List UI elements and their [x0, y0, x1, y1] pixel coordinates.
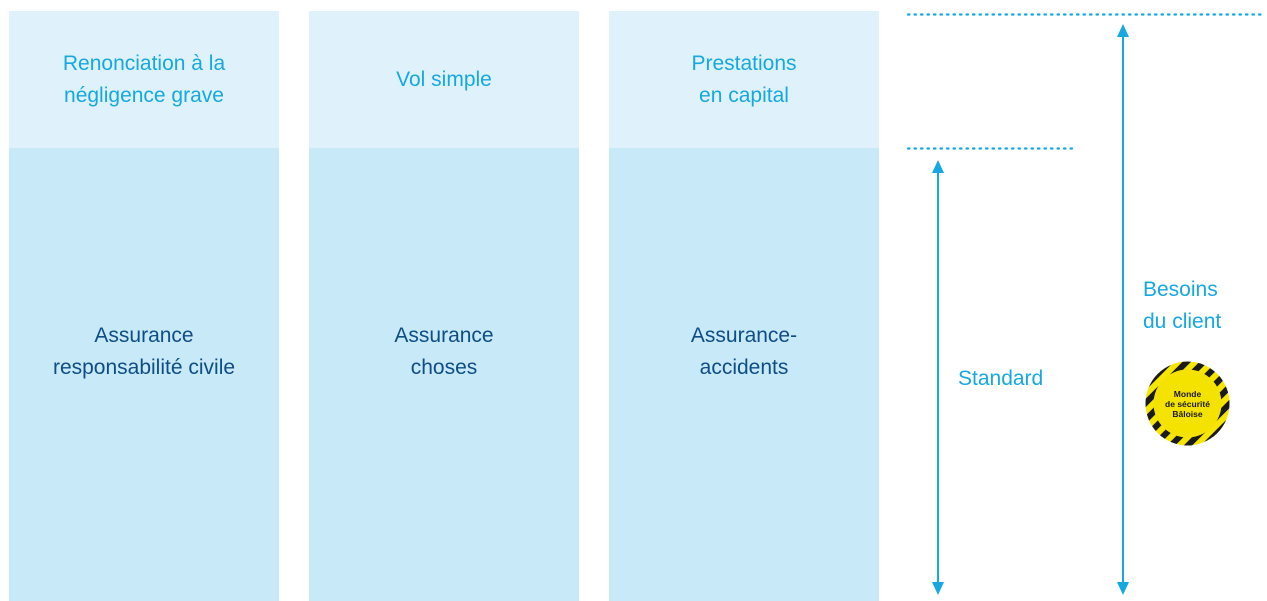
column-bottom-cell: Assurance- accidents	[609, 148, 879, 601]
client-needs-range-arrow	[1117, 24, 1129, 595]
standard-label: Standard	[958, 367, 1044, 390]
column-accident: Prestations en capital Assurance- accide…	[609, 11, 879, 601]
column-bottom-cell: Assurance responsabilité civile	[9, 148, 279, 601]
column-top-cell: Vol simple	[309, 11, 579, 148]
badge-seal	[1145, 361, 1230, 446]
column-liability: Renonciation à la négligence grave Assur…	[9, 11, 279, 601]
column-top-label: Renonciation à la négligence grave	[62, 51, 226, 107]
column-property: Vol simple Assurance choses	[309, 11, 579, 601]
column-top-cell: Renonciation à la négligence grave	[9, 11, 279, 148]
column-bottom-label: Assurance responsabilité civile	[52, 324, 236, 379]
column-top-cell: Prestations en capital	[609, 11, 879, 148]
column-bottom-label: Assurance- accidents	[690, 324, 798, 379]
badge-text: Monde de sécurité Bâloise	[1165, 388, 1210, 419]
column-top-label: Prestations en capital	[691, 51, 797, 107]
safety-world-badge: Monde de sécurité Bâloise	[1145, 361, 1230, 446]
client-needs-label: Besoins du client	[1143, 278, 1222, 333]
standard-range-arrow	[932, 160, 944, 595]
column-top-label: Vol simple	[396, 67, 492, 91]
column-bottom-cell: Assurance choses	[309, 148, 579, 601]
column-bottom-label: Assurance choses	[394, 324, 494, 379]
